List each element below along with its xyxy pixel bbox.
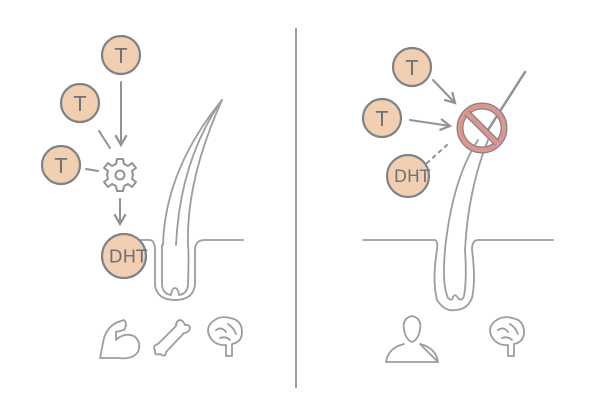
molecule-label: T bbox=[114, 44, 128, 68]
gear-icon bbox=[103, 158, 137, 192]
molecule-label: T bbox=[54, 154, 68, 178]
bone-icon bbox=[153, 319, 191, 357]
brain-icon bbox=[489, 316, 525, 357]
blocked-connector bbox=[426, 144, 448, 164]
molecule-t: T bbox=[391, 46, 433, 88]
connector-line bbox=[98, 130, 111, 149]
molecule-dht: DHT bbox=[385, 153, 431, 199]
hair-follicle bbox=[161, 244, 190, 296]
hair-shaft bbox=[444, 139, 489, 251]
molecule-label: DHT bbox=[109, 247, 148, 268]
right-panel: T T DHT bbox=[361, 46, 554, 363]
molecule-label: DHT bbox=[394, 167, 431, 187]
prohibition-icon bbox=[456, 102, 508, 154]
arrow bbox=[409, 118, 453, 132]
hair-follicle bbox=[443, 249, 467, 301]
left-panel: T T T DHT bbox=[40, 34, 244, 360]
arrow bbox=[432, 79, 457, 105]
hair-shaft-edge bbox=[187, 99, 223, 246]
molecule-dht: DHT bbox=[100, 232, 148, 280]
molecule-t: T bbox=[59, 82, 101, 124]
molecule-label: T bbox=[405, 56, 419, 80]
hair-tip bbox=[486, 70, 527, 132]
person-icon bbox=[385, 315, 439, 363]
skin-surface bbox=[127, 239, 244, 301]
brain-icon bbox=[207, 316, 243, 357]
molecule-label: T bbox=[375, 107, 389, 131]
molecule-t: T bbox=[361, 97, 403, 139]
molecule-t: T bbox=[100, 34, 142, 76]
connector-line bbox=[85, 168, 99, 172]
molecule-label: T bbox=[73, 92, 87, 116]
skin-surface bbox=[362, 239, 554, 312]
molecule-t: T bbox=[40, 144, 82, 186]
muscle-arm-icon bbox=[99, 319, 141, 360]
